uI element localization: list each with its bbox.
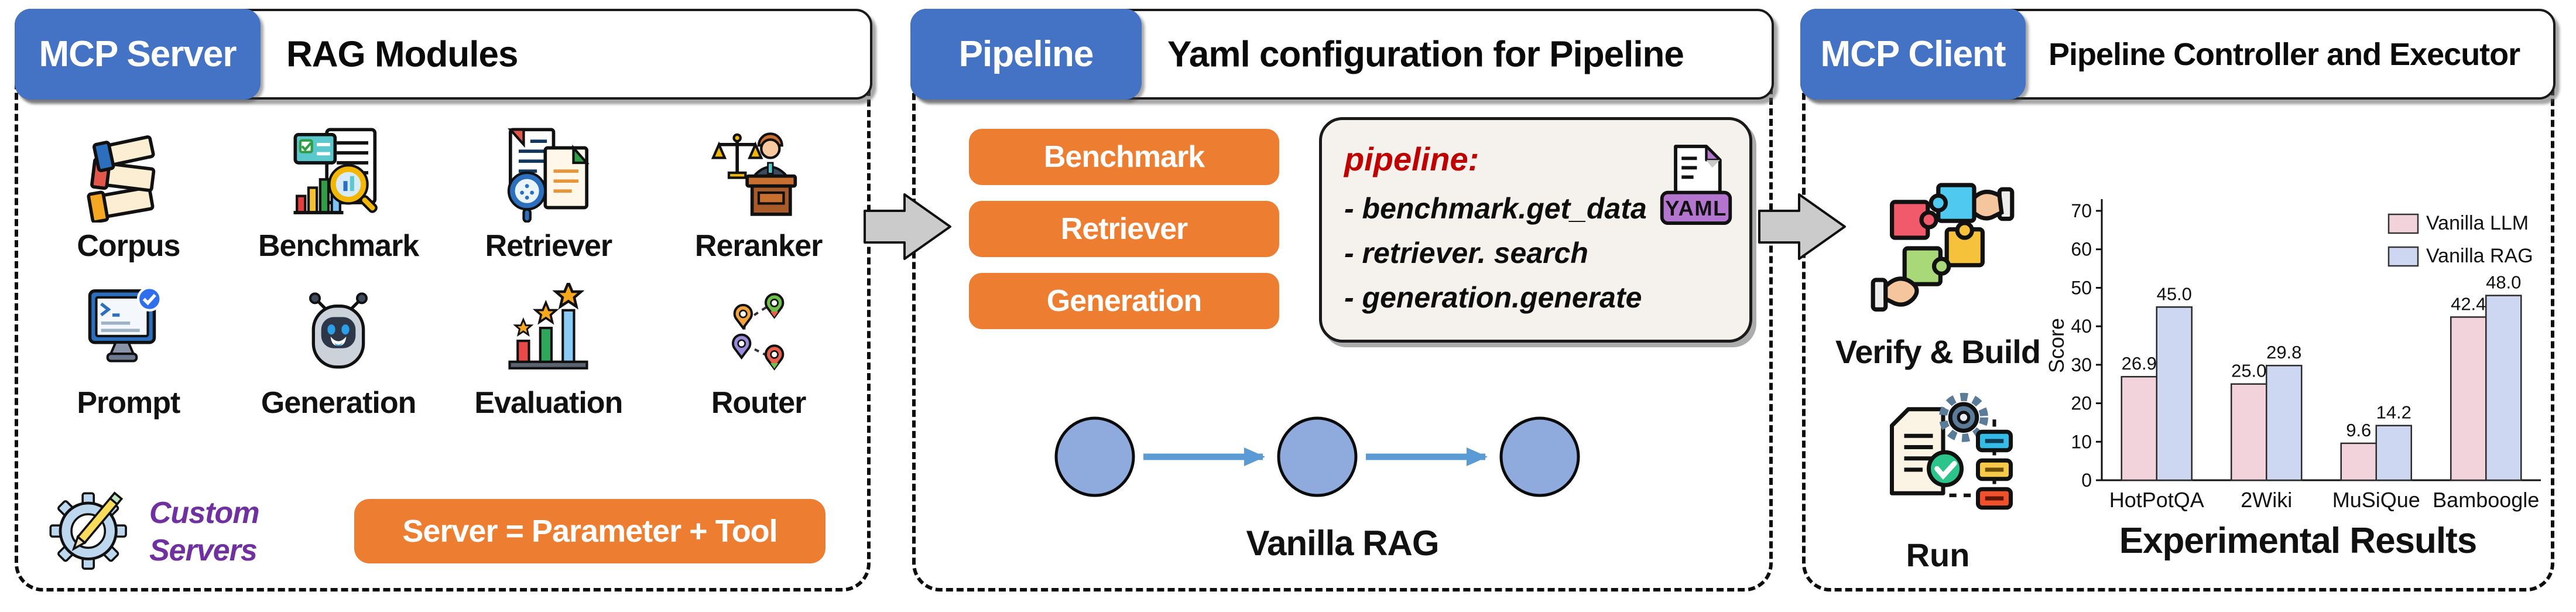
svg-text:29.8: 29.8 <box>2266 342 2301 363</box>
svg-text:Vanilla LLM: Vanilla LLM <box>2426 212 2529 234</box>
run-label: Run <box>1906 536 1970 573</box>
map-pins-network-icon <box>712 273 806 379</box>
svg-text:42.4: 42.4 <box>2451 293 2486 314</box>
module-generation: Generation <box>234 273 444 420</box>
server-formula: Server = Parameter + Tool <box>354 499 825 563</box>
puzzle-hands-icon <box>1869 173 2016 327</box>
module-label: Evaluation <box>474 386 623 420</box>
module-label: Retriever <box>485 229 612 263</box>
books-stack-icon <box>78 116 178 223</box>
svg-text:2Wiki: 2Wiki <box>2241 488 2292 512</box>
chart-caption: Experimental Results <box>2119 521 2478 561</box>
svg-text:Bamboogle: Bamboogle <box>2433 488 2539 512</box>
pipeline-steps: Benchmark Retriever Generation <box>969 129 1279 345</box>
verify-build-label: Verify & Build <box>1835 333 2041 370</box>
flow-node <box>1054 416 1135 497</box>
yaml-line: - generation.generate <box>1344 281 1642 314</box>
document-chart-magnifier-icon <box>289 116 388 223</box>
module-prompt: Prompt <box>23 273 234 420</box>
pipeline-to-client-arrow-icon <box>1758 193 1846 260</box>
module-label: Router <box>711 386 807 420</box>
svg-text:Vanilla RAG: Vanilla RAG <box>2426 245 2533 267</box>
svg-text:HotPotQA: HotPotQA <box>2109 488 2204 512</box>
monitor-terminal-icon <box>80 273 177 379</box>
rag-modules-grid: Corpus <box>23 116 864 420</box>
svg-text:45.0: 45.0 <box>2157 283 2192 304</box>
svg-text:20: 20 <box>2071 393 2092 414</box>
svg-text:26.9: 26.9 <box>2122 353 2157 374</box>
svg-text:25.0: 25.0 <box>2231 361 2266 381</box>
yaml-line: - retriever. search <box>1344 237 1588 269</box>
svg-text:9.6: 9.6 <box>2346 420 2371 440</box>
client-title: Pipeline Controller and Executor <box>2049 36 2520 72</box>
module-evaluation: Evaluation <box>444 273 654 420</box>
module-label: Prompt <box>77 386 180 420</box>
bar-chart-stars-icon <box>500 273 597 379</box>
client-badge: MCP Client <box>1800 9 2026 100</box>
step-retriever: Retriever <box>969 201 1279 257</box>
flow-node <box>1499 416 1580 497</box>
svg-text:0: 0 <box>2081 470 2092 491</box>
documents-magnifier-icon <box>499 116 598 223</box>
yaml-header: pipeline: <box>1344 141 1479 177</box>
gear-pencil-icon <box>42 485 133 579</box>
module-label: Generation <box>261 386 416 420</box>
svg-text:30: 30 <box>2071 354 2092 375</box>
client-header: MCP Client Pipeline Controller and Execu… <box>1800 9 2556 100</box>
judge-scales-icon <box>709 116 809 223</box>
svg-text:14.2: 14.2 <box>2376 402 2411 423</box>
server-header: MCP Server RAG Modules <box>15 9 872 100</box>
server-title: RAG Modules <box>286 34 518 74</box>
svg-text:40: 40 <box>2071 316 2092 337</box>
svg-text:Score: Score <box>2046 318 2068 373</box>
run-document-gear-icon <box>1873 387 2017 527</box>
yaml-file-icon: YAML <box>1657 141 1735 230</box>
module-reranker: Reranker <box>653 116 864 264</box>
server-badge: MCP Server <box>15 9 261 100</box>
pipeline-title: Yaml configuration for Pipeline <box>1167 34 1684 74</box>
module-router: Router <box>653 273 864 420</box>
flow-node <box>1277 416 1358 497</box>
svg-text:10: 10 <box>2071 431 2092 452</box>
svg-text:50: 50 <box>2071 277 2092 298</box>
module-label: Corpus <box>77 229 180 263</box>
module-label: Benchmark <box>258 229 419 263</box>
custom-servers-block: Custom Servers <box>42 485 260 579</box>
step-benchmark: Benchmark <box>969 129 1279 185</box>
pipeline-badge: Pipeline <box>910 9 1142 100</box>
module-corpus: Corpus <box>23 116 234 264</box>
svg-text:MuSiQue: MuSiQue <box>2332 488 2420 512</box>
server-to-pipeline-arrow-icon <box>864 193 951 260</box>
module-label: Reranker <box>694 229 823 263</box>
custom-servers-label: Custom Servers <box>149 496 260 567</box>
vanilla-rag-flow <box>1054 416 1580 497</box>
step-generation: Generation <box>969 273 1279 329</box>
module-retriever: Retriever <box>444 116 654 264</box>
module-benchmark: Benchmark <box>234 116 444 264</box>
flow-caption: Vanilla RAG <box>1246 524 1439 563</box>
yaml-file-label: YAML <box>1665 196 1727 220</box>
yaml-line: - benchmark.get_data <box>1344 192 1647 225</box>
svg-text:60: 60 <box>2071 239 2092 260</box>
yaml-config-box: pipeline: - benchmark.get_data - retriev… <box>1319 117 1752 343</box>
svg-text:70: 70 <box>2071 200 2092 221</box>
pipeline-header: Pipeline Yaml configuration for Pipeline <box>910 9 1774 100</box>
robot-icon <box>292 273 385 379</box>
svg-text:48.0: 48.0 <box>2486 272 2521 293</box>
